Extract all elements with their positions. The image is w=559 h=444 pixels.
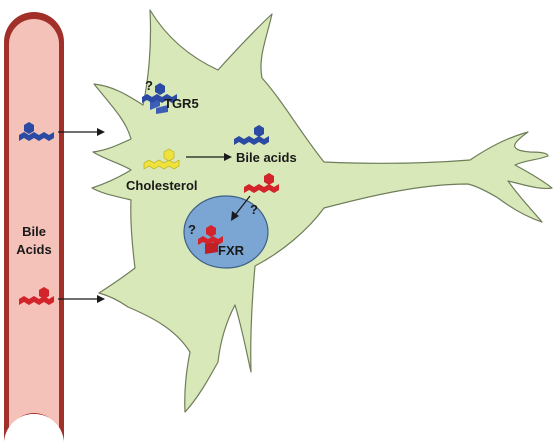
neuron-cell [91, 9, 553, 413]
transport-arrow-red [58, 295, 105, 303]
tgr5-label: TGR5 [164, 96, 199, 111]
cholesterol-molecule [143, 148, 180, 170]
transport-arrow-blue [58, 128, 105, 136]
intracellular-bile-acid-blue [234, 125, 269, 145]
blood-vessel: Bile Acids [4, 12, 64, 444]
bile-acids-label: Bile acids [236, 150, 297, 165]
fxr-label: FXR [218, 243, 245, 258]
cholesterol-label: Cholesterol [126, 178, 198, 193]
intracellular-bile-acid-red [244, 173, 279, 193]
bound-bile-acid-blue [142, 83, 177, 103]
conversion-arrow [186, 153, 232, 161]
vessel-lumen [9, 19, 59, 438]
nuclear-entry-question-mark: ? [250, 202, 258, 217]
nuclear-entry-arrow [231, 195, 251, 221]
vessel-opening [4, 414, 64, 444]
fxr-receptor [205, 242, 218, 254]
fxr-question-mark: ? [188, 222, 196, 237]
vessel-label-line1: Bile [22, 224, 46, 239]
vessel-bile-acid-blue [19, 122, 54, 141]
tgr5-question-mark: ? [145, 78, 153, 93]
vessel-bile-acid-red [19, 287, 54, 305]
vessel-label-line2: Acids [16, 242, 51, 257]
